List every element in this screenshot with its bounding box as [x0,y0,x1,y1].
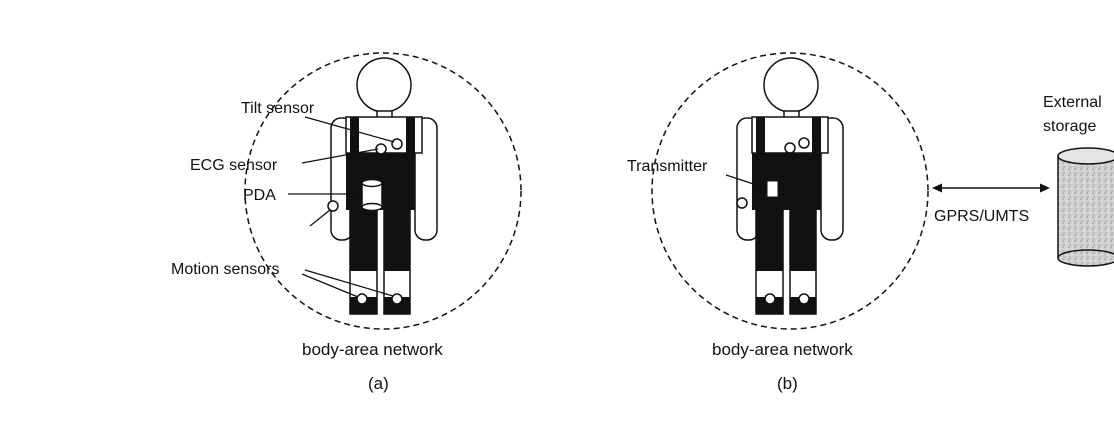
transmitter-device [766,180,779,198]
left-foot-b [756,297,783,314]
right-foot-b [790,297,816,314]
chest-sensor-node-1 [784,142,796,154]
left-foot-motion-sensor-node [356,293,368,305]
link-label: GPRS/UMTS [934,208,1029,225]
storage-cylinder-body [1058,156,1114,258]
right-strap-a [406,117,415,153]
caption-a: (a) [368,374,389,393]
network-label-b: body-area network [712,340,853,359]
right-strap-b [812,117,821,153]
left-thigh-b [756,210,783,271]
torso-band-b [752,153,821,210]
link-arrowhead-right [1040,183,1050,193]
left-foot-sensor-node [764,293,776,305]
human-figure-b [736,57,844,315]
figure-a: Tilt sensor ECG sensor PDA Motion sensor… [171,52,522,393]
left-thigh-a [350,210,377,271]
storage-label-line1: External [1043,94,1102,111]
figure-b: Transmitter body-area network (b) [627,52,929,393]
leader-lines-a [288,116,395,298]
human-figure-a [330,57,438,315]
storage-label-line2: storage [1043,118,1096,135]
arm-motion-sensor-node [327,200,339,212]
pda-label: PDA [243,187,276,204]
head-a [356,57,412,113]
ecg-sensor-label: ECG sensor [190,157,278,174]
caption-b: (b) [777,374,798,393]
right-foot-a [384,297,410,314]
network-label-a: body-area network [302,340,443,359]
storage-cylinder-bottom [1057,249,1114,267]
transmitter-label: Transmitter [627,158,708,175]
wireless-link: GPRS/UMTS [932,183,1050,225]
tilt-sensor-label: Tilt sensor [241,100,315,117]
right-foot-sensor-node [798,293,810,305]
external-storage: External storage [1043,94,1114,267]
sensors-b [736,137,810,305]
right-thigh-b [790,210,816,271]
transmitter-leader [725,174,767,189]
storage-cylinder-top [1057,147,1114,165]
tilt-sensor-node [391,138,403,150]
sensors-a [327,138,403,305]
left-strap-b [756,117,765,153]
body-area-boundary-b [651,52,929,330]
head-b [763,57,819,113]
chest-sensor-node-2 [798,137,810,149]
pda-device [361,178,383,212]
left-strap-a [350,117,359,153]
motion-sensors-label: Motion sensors [171,261,280,278]
arm-sensor-node [736,197,748,209]
link-arrowhead-left [932,183,942,193]
right-foot-motion-sensor-node [391,293,403,305]
right-thigh-a [384,210,410,271]
body-area-boundary-a [244,52,522,330]
